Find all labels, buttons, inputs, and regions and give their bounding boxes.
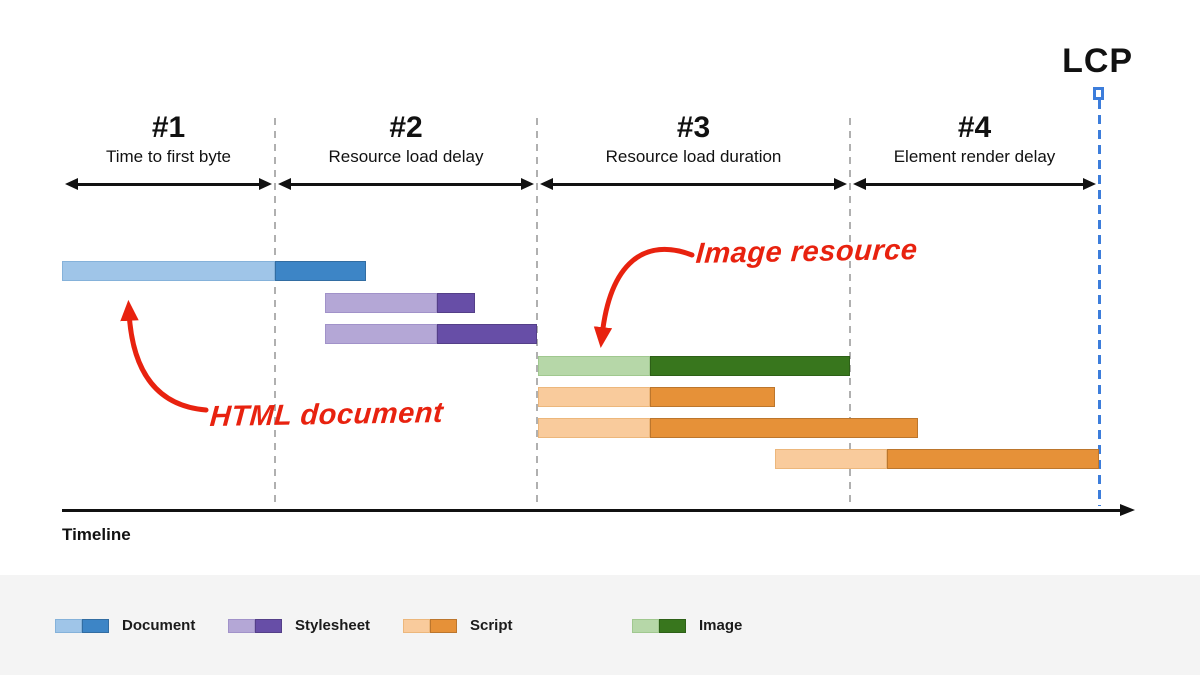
arrow-line <box>283 183 529 186</box>
legend-swatch-light <box>403 618 430 633</box>
phase-number: #4 <box>957 111 992 144</box>
image-resource-annotation: Image resource <box>694 234 919 270</box>
timeline-axis-arrowhead-icon <box>1120 504 1135 516</box>
legend-label: Stylesheet <box>295 617 371 634</box>
bar-image-light-segment <box>538 356 650 376</box>
image-resource-arrow <box>593 246 695 349</box>
bar-document-dark-segment <box>275 261 366 281</box>
arrow-left-head-icon <box>540 178 553 190</box>
arrow-right-head-icon <box>1083 178 1096 190</box>
phase-extent-arrow <box>62 177 275 191</box>
legend-swatch-light <box>228 618 255 633</box>
arrow-left-head-icon <box>278 178 291 190</box>
bar-document-light-segment <box>62 261 275 281</box>
bar-stylesheet-light-segment <box>325 293 437 313</box>
lcp-square-marker-icon <box>1093 87 1104 100</box>
timeline-label: Timeline <box>62 525 131 544</box>
phase-label: Element render delay <box>893 147 1056 166</box>
bar-stylesheet-light-segment <box>325 324 437 344</box>
bar-script-dark-segment <box>650 387 775 407</box>
legend-swatch-dark <box>82 618 109 633</box>
lcp-title: LCP <box>1062 42 1134 80</box>
legend-item-image: Image <box>632 617 742 634</box>
arrow-right-head-icon <box>259 178 272 190</box>
legend-label: Script <box>470 617 513 634</box>
bar-script-light-segment <box>775 449 887 469</box>
legend-band: Document Stylesheet Script Image <box>0 575 1200 675</box>
arrow-right-head-icon <box>521 178 534 190</box>
arrow-line <box>545 183 842 186</box>
lcp-dashed-line <box>1098 100 1101 506</box>
phase-label: Resource load duration <box>605 147 782 166</box>
phase-divider-line <box>274 118 276 506</box>
phase-number: #1 <box>151 111 186 144</box>
phase-number: #2 <box>389 111 423 144</box>
arrow-left-head-icon <box>853 178 866 190</box>
bar-image-dark-segment <box>650 356 850 376</box>
phase-number: #3 <box>676 111 711 144</box>
phase-extent-arrow <box>537 177 850 191</box>
legend-item-script: Script <box>403 617 513 634</box>
bar-script-dark-segment <box>650 418 918 438</box>
phase-label: Resource load delay <box>328 147 484 166</box>
bar-stylesheet-dark-segment <box>437 293 475 313</box>
bar-script-dark-segment <box>887 449 1099 469</box>
bar-script-light-segment <box>538 418 650 438</box>
arrow-line <box>858 183 1091 186</box>
phase-divider-line <box>849 118 851 506</box>
arrow-line <box>70 183 267 186</box>
phase-label: Time to first byte <box>105 147 231 166</box>
legend-item-stylesheet: Stylesheet <box>228 617 370 634</box>
bar-script-light-segment <box>538 387 650 407</box>
phase-extent-arrow <box>275 177 537 191</box>
html-document-arrow <box>120 299 209 413</box>
html-document-annotation: HTML document <box>208 396 445 434</box>
phase-divider-line <box>536 118 538 506</box>
legend-swatch-dark <box>659 618 686 633</box>
arrow-left-head-icon <box>65 178 78 190</box>
legend-swatch-dark <box>255 618 282 633</box>
legend-label: Document <box>122 617 196 634</box>
bar-stylesheet-dark-segment <box>437 324 537 344</box>
legend-item-document: Document <box>55 617 195 634</box>
legend-swatch-light <box>55 618 82 633</box>
legend-label: Image <box>699 617 743 634</box>
arrow-right-head-icon <box>834 178 847 190</box>
timeline-axis <box>62 509 1122 512</box>
legend-swatch-dark <box>430 618 457 633</box>
legend-swatch-light <box>632 618 659 633</box>
phase-extent-arrow <box>850 177 1099 191</box>
